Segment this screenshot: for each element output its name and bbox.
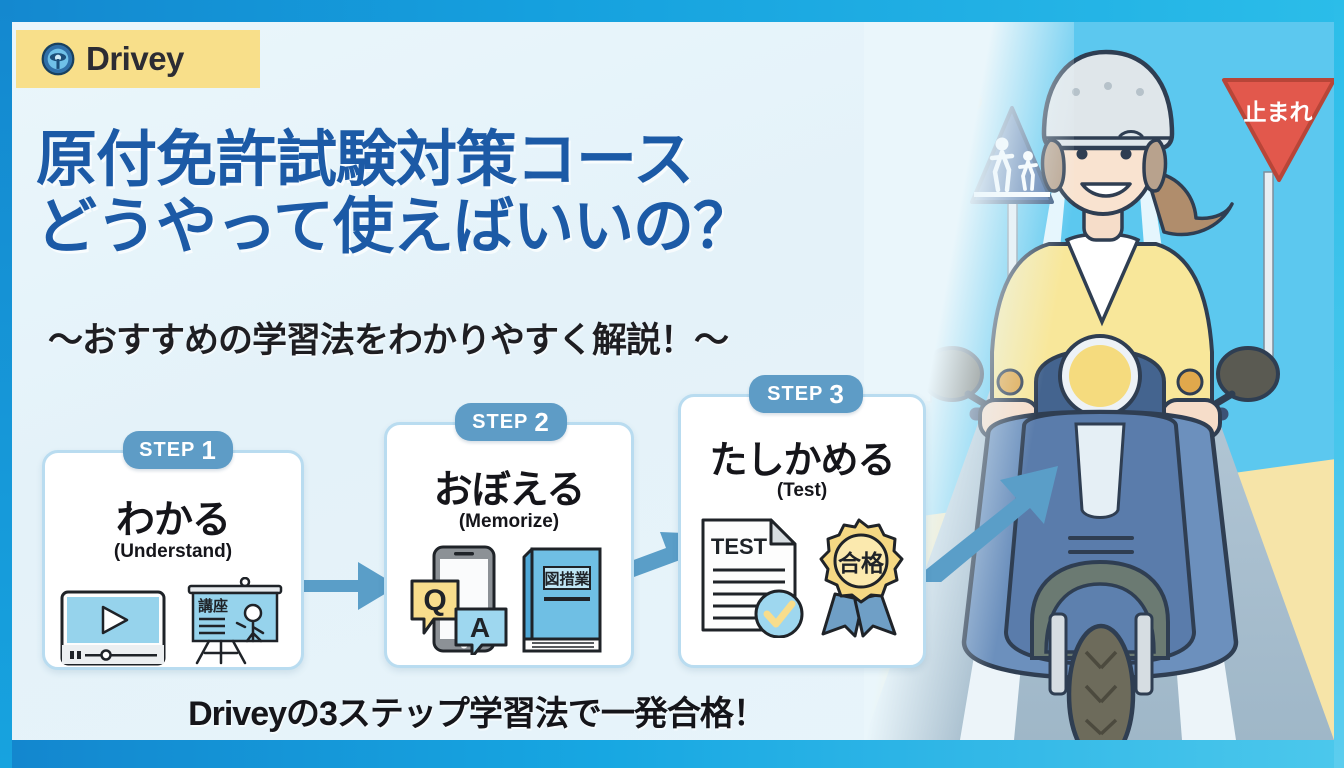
step-subtitle-2: (Memorize)	[458, 511, 560, 532]
footer-tagline: Driveyの3ステップ学習法で一発合格！	[188, 695, 767, 733]
brand-logo-text: Drivey	[86, 40, 184, 77]
step-badge-2-label: STEP	[472, 410, 529, 433]
step-card-2[interactable]: STEP 2 おぼえる (Memorize) Q A	[384, 403, 634, 668]
page-title: 原付免許試験対策コース どうやって使えばいいの？	[36, 125, 906, 261]
step-badge-1: STEP 1	[123, 431, 233, 469]
frame-bottom-bar	[0, 740, 1344, 768]
medal-label: 合格	[838, 550, 885, 576]
step-badge-2-number: 2	[534, 406, 550, 437]
arrow-step1-to-step2	[300, 562, 398, 610]
step-title-2: おぼえる	[433, 469, 586, 512]
answer-label: A	[470, 612, 490, 643]
step-badge-1-label: STEP	[139, 438, 196, 461]
board-label: 講座	[198, 597, 228, 615]
step-title-3: たしかめる	[709, 440, 895, 482]
illustration-panel: 止まれ	[864, 22, 1334, 740]
headline-line-2: どうやって使えばいいの？	[36, 192, 754, 261]
step-badge-1-number: 1	[201, 434, 217, 465]
smartphone-qa-icon: Q A	[410, 545, 508, 655]
steering-wheel-icon	[41, 42, 75, 76]
frame-right-bar	[1334, 0, 1344, 768]
step-card-1[interactable]: STEP 1 わかる (Understand)	[42, 431, 304, 670]
step-title-1: わかる	[115, 499, 231, 542]
step-badge-3-number: 3	[829, 378, 845, 409]
step-subtitle-3: (Test)	[776, 480, 828, 501]
stop-sign-text: 止まれ	[1244, 99, 1313, 125]
step-subtitle-1: (Understand)	[113, 541, 233, 562]
whiteboard-lecture-icon: 講座	[187, 577, 283, 665]
textbook-icon: 図措業	[522, 547, 602, 653]
step-card-3[interactable]: STEP 3 たしかめる (Test) TEST	[678, 375, 926, 668]
poster-canvas: 止まれ	[12, 22, 1334, 740]
test-paper-icon: TEST	[701, 518, 804, 638]
stop-sign: 止まれ	[1222, 78, 1334, 363]
pass-medal-icon: 合格	[819, 518, 904, 638]
frame-top-bar	[0, 0, 1344, 22]
headline-line-1: 原付免許試験対策コース	[36, 125, 694, 193]
step-badge-3: STEP 3	[749, 375, 863, 413]
question-label: Q	[423, 584, 446, 617]
frame-left-bar	[0, 0, 12, 768]
book-title: 図措業	[544, 570, 590, 588]
test-paper-label: TEST	[711, 534, 768, 559]
step-badge-3-label: STEP	[767, 382, 824, 405]
video-player-icon	[60, 590, 166, 666]
page-subtitle: ～おすすめの学習法をわかりやすく解説！～	[48, 321, 729, 360]
arrow-step3-to-goal	[918, 466, 1058, 582]
brand-logo[interactable]: Drivey	[16, 30, 260, 88]
step-badge-2: STEP 2	[455, 403, 567, 441]
